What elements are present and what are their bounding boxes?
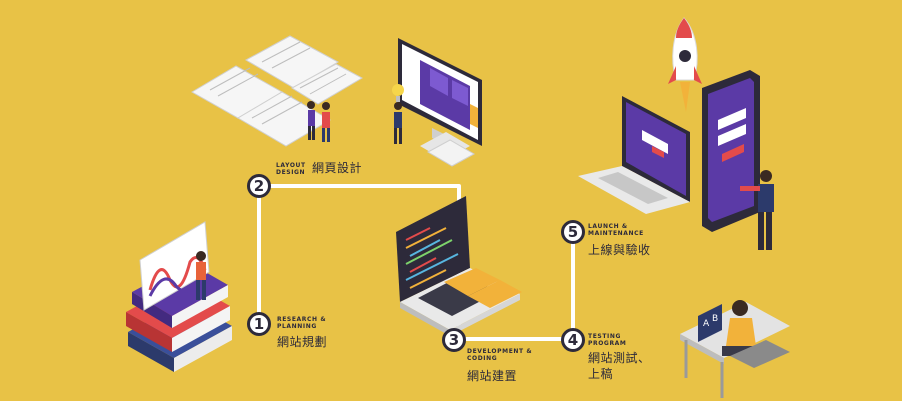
- books-tablet-illustration: [126, 221, 232, 372]
- svg-text:A: A: [703, 319, 710, 329]
- svg-text:B: B: [712, 314, 718, 324]
- rocket-phone-laptop-illustration: [578, 17, 774, 250]
- step-3-zh-label: 網站建置: [467, 369, 518, 383]
- wireframe-monitor-illustration: [191, 35, 482, 167]
- step-5-en-label: LAUNCH & MAINTENANCE: [588, 223, 644, 237]
- step-1-en-label: RESEARCH & PLANNING: [277, 316, 327, 330]
- step-2-en-label: LAYOUT DESIGN: [276, 162, 306, 176]
- step-4-zh-label: 網站測試、 上稿: [588, 351, 651, 381]
- tester-desk-illustration: A B: [680, 300, 790, 398]
- step-3-number: 3: [442, 328, 466, 352]
- step-4-en-label: TESTING PROGRAM: [588, 333, 627, 347]
- step-1-zh-label: 網站規劃: [277, 335, 328, 349]
- step-3-en-label: DEVELOPMENT & CODING: [467, 348, 533, 362]
- step-2-zh-label: 網頁設計: [312, 161, 363, 175]
- step-1-number: 1: [247, 312, 271, 336]
- step-4-number: 4: [561, 328, 585, 352]
- step-2-number: 2: [247, 174, 271, 198]
- step-5-number: 5: [561, 220, 585, 244]
- step-5-zh-label: 上線與驗收: [588, 243, 651, 257]
- coding-laptop-illustration: [396, 196, 522, 336]
